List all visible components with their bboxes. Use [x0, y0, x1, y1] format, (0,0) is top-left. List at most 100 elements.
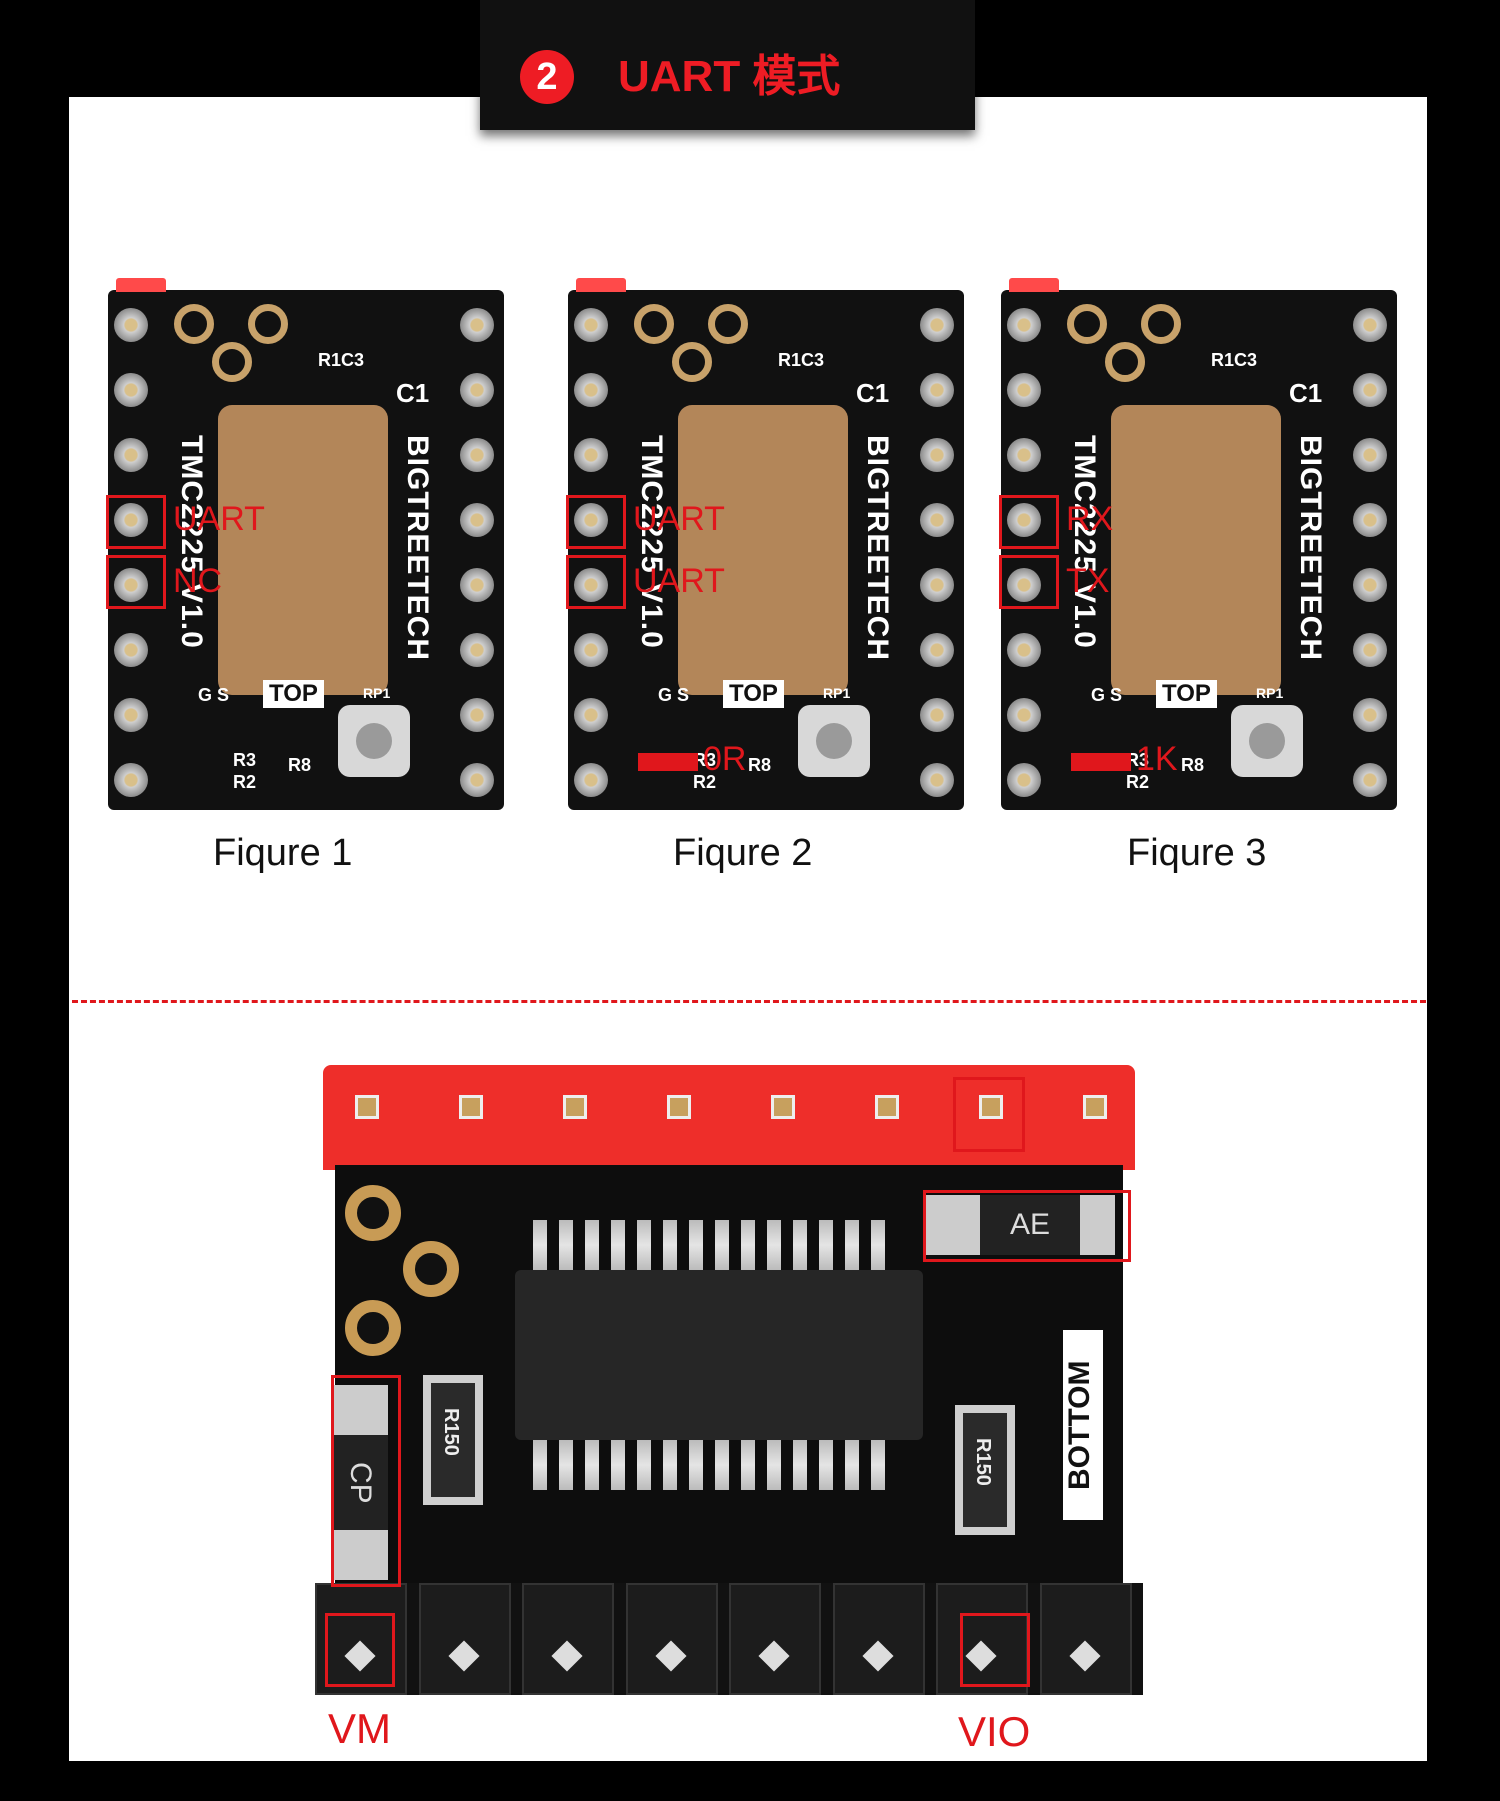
header-pin — [667, 1095, 691, 1119]
pin-a-label: RX — [1066, 500, 1114, 538]
diode-cp: CP — [333, 1385, 388, 1580]
ic-leg — [689, 1220, 703, 1270]
bottom-silk-label: BOTTOM — [1063, 1330, 1103, 1520]
header-pin — [920, 438, 954, 472]
ic-leg — [689, 1440, 703, 1490]
highlight-pin-b — [566, 555, 626, 609]
mount-hole — [345, 1300, 401, 1356]
highlight-pin-b — [106, 555, 166, 609]
header-pin — [574, 633, 608, 667]
header-segment — [729, 1583, 821, 1695]
header-pin — [114, 633, 148, 667]
ic-leg — [741, 1220, 755, 1270]
header-pin — [574, 698, 608, 732]
pin-column — [574, 308, 614, 828]
figure-2-caption: Fiqure 2 — [673, 832, 813, 874]
silk-brand: BIGTREETECH — [1294, 435, 1327, 662]
ic-leg — [715, 1220, 729, 1270]
ic-leg — [819, 1440, 833, 1490]
pin-a-label: UART — [633, 500, 725, 538]
header-pin — [1353, 698, 1387, 732]
resistor-value-label: 1K — [1136, 740, 1178, 778]
header-pin — [574, 763, 608, 797]
header-pin — [1007, 633, 1041, 667]
ic-leg — [637, 1220, 651, 1270]
header-pin — [574, 308, 608, 342]
silk-r2: R2 — [233, 772, 257, 792]
header-pin — [920, 763, 954, 797]
resistor-bridge-mark — [1071, 753, 1131, 771]
ic-leg — [767, 1440, 781, 1490]
via-ring — [1141, 304, 1181, 344]
thermal-pad — [1111, 405, 1281, 695]
header-pin — [1353, 568, 1387, 602]
header-pin — [114, 698, 148, 732]
highlight-vm-pin — [325, 1613, 395, 1687]
highlight-pin-a — [566, 495, 626, 549]
silk-r8: R8 — [288, 755, 312, 775]
silk-c1: C1 — [856, 378, 890, 408]
header-pin — [460, 568, 494, 602]
pin1-marker — [116, 278, 166, 292]
ic-leg — [533, 1440, 547, 1490]
header-pin — [1007, 763, 1041, 797]
header-pin — [460, 698, 494, 732]
ic-leg — [793, 1440, 807, 1490]
resistor-value-label: 0R — [703, 740, 747, 778]
header-pin — [1353, 633, 1387, 667]
header-pin — [1353, 438, 1387, 472]
header-pin — [875, 1095, 899, 1119]
ic-leg — [637, 1440, 651, 1490]
header-pin — [1007, 438, 1041, 472]
ic-leg — [663, 1440, 677, 1490]
mount-hole — [403, 1241, 459, 1297]
silk-gs: G S — [198, 685, 230, 705]
pin-column — [114, 308, 154, 828]
ic-leg — [845, 1440, 859, 1490]
diode-ae: AE — [925, 1195, 1115, 1255]
header-pin — [460, 438, 494, 472]
silk-c1: C1 — [1289, 378, 1323, 408]
step-number-badge: 2 — [520, 50, 574, 104]
header-pin — [574, 503, 608, 537]
ic-leg — [663, 1220, 677, 1270]
thermal-pad — [218, 405, 388, 695]
silk-model: TMC2225 V1.0 — [1068, 435, 1101, 649]
silk-r1c3: R1C3 — [778, 350, 825, 370]
vm-label: VM — [328, 1705, 391, 1752]
pin-column — [1007, 308, 1047, 828]
via-ring — [634, 304, 674, 344]
highlight-cp-diode — [331, 1375, 401, 1587]
ic-leg — [559, 1440, 573, 1490]
header-segment — [832, 1583, 925, 1695]
header-pin — [574, 438, 608, 472]
silk-top: TOP — [723, 680, 784, 708]
header-pin — [114, 438, 148, 472]
header-pin — [1083, 1095, 1107, 1119]
via-ring — [248, 304, 288, 344]
header-pin — [460, 763, 494, 797]
pin-b-label: UART — [633, 562, 725, 600]
silk-r3: R3 — [693, 750, 717, 770]
ic-leg — [533, 1220, 547, 1270]
silk-r8: R8 — [748, 755, 772, 775]
mount-hole — [345, 1185, 401, 1241]
header-pin — [460, 308, 494, 342]
header-pin — [460, 503, 494, 537]
figure-3-caption: Fiqure 3 — [1127, 832, 1267, 874]
header-pin — [114, 308, 148, 342]
header-pin — [979, 1095, 1003, 1119]
header-pin — [459, 1095, 483, 1119]
pin-a-label: UART — [173, 500, 265, 538]
highlight-pin-b — [999, 555, 1059, 609]
header-segment — [936, 1583, 1028, 1695]
silk-top: TOP — [263, 680, 324, 708]
sense-resistor: R150 — [955, 1405, 1015, 1535]
silk-r3: R3 — [233, 750, 257, 770]
ic-leg — [767, 1220, 781, 1270]
sense-resistor: R150 — [423, 1375, 483, 1505]
ic-leg — [819, 1220, 833, 1270]
